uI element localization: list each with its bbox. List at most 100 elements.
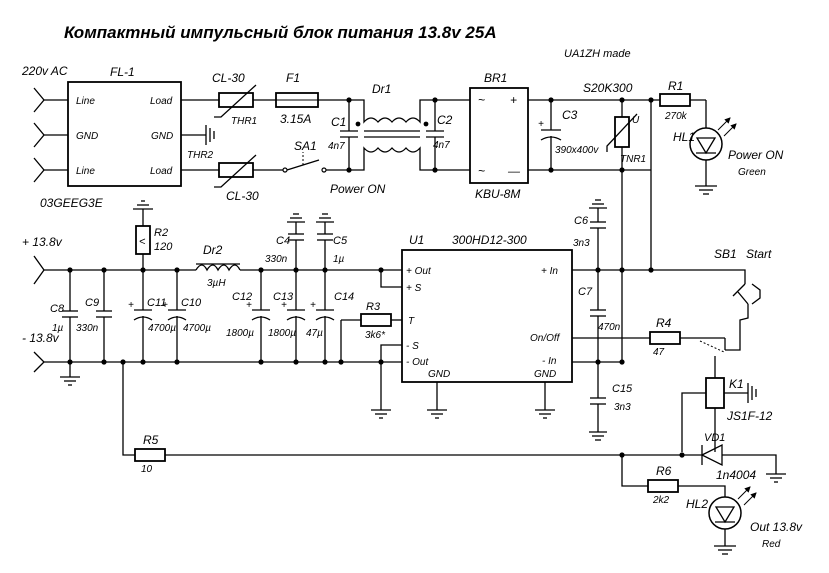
minus-out-ground: [371, 362, 391, 419]
tnr1-part: S20K300: [583, 81, 633, 95]
c2-capacitor: C2 4n7: [426, 97, 453, 173]
u1-pin-s-plus: + S: [406, 283, 422, 294]
c13-capacitor: + C13 1800µ: [268, 270, 306, 362]
bridge-ac-wire: [435, 99, 470, 171]
c10-capacitor: + C10 4700µ: [162, 270, 211, 362]
c10-ref: C10: [181, 297, 202, 309]
output-ground: [60, 362, 80, 386]
line-filter-fl1: FL-1 Line GND Line Load GND Load 03GEEG3…: [40, 65, 182, 210]
thr1-ref: THR1: [231, 116, 257, 127]
fl1-ref: FL-1: [110, 65, 135, 79]
r2-resistor: < R2 120: [133, 200, 173, 270]
u1-ref: U1: [409, 233, 424, 247]
u1-pin-onoff: On/Off: [530, 333, 561, 344]
r2-mark: <: [139, 236, 146, 248]
br1-bridge: BR1 ~ + ~ — KBU-8M: [469, 71, 529, 201]
c12-ref: C12: [232, 291, 252, 303]
dr2-inductor: Dr2 3µH: [195, 243, 241, 289]
svg-text:+: +: [128, 300, 134, 311]
thr1-thermistor: CL-30 THR1: [212, 71, 257, 127]
output-terminals: [33, 255, 45, 373]
r6-ref: R6: [656, 464, 672, 478]
k1-ref: K1: [729, 377, 744, 391]
c11-value: 4700µ: [148, 323, 176, 334]
thr1-part: CL-30: [212, 71, 245, 85]
fl1-pin-line-in-2: Line: [76, 166, 95, 177]
fl1-pin-load-out-2: Load: [150, 166, 173, 177]
c9-capacitor: C9 330n: [76, 270, 112, 362]
module-input-wires: [572, 170, 746, 363]
c2-value: 4n7: [433, 140, 450, 151]
c14-capacitor: + C14 47µ: [306, 270, 354, 362]
tnr1-ref: TNR1: [620, 154, 646, 165]
br1-ref: BR1: [484, 71, 507, 85]
sa1-power-switch: SA1 Power ON: [282, 139, 386, 196]
r1-ref: R1: [668, 79, 683, 93]
ac-input-terminals: [33, 87, 68, 183]
u1-pin-out-plus: + Out: [406, 266, 432, 277]
c1-capacitor: C1 4n7: [328, 97, 358, 173]
r6-value: 2k2: [652, 495, 670, 506]
svg-text:+: +: [162, 300, 168, 311]
c1-ref: C1: [331, 115, 346, 129]
output-minus-label: - 13.8v: [22, 331, 60, 345]
vd1-part: 1n4004: [716, 468, 756, 482]
c14-value: 47µ: [306, 328, 323, 339]
thr2-ref: THR2: [187, 150, 214, 161]
br1-part: KBU-8M: [475, 187, 520, 201]
u1-grounds: [427, 382, 555, 419]
f1-value: 3.15A: [280, 112, 311, 126]
fl1-pin-gnd-out: GND: [151, 131, 173, 142]
sb1-label: Start: [746, 247, 772, 261]
hl2-color: Red: [762, 539, 781, 550]
c11-ref: C11: [147, 297, 166, 309]
fl1-chassis-ground: [181, 125, 215, 145]
c7-capacitor: C7 470n: [578, 270, 621, 362]
sb1-start-button: SB1 Start: [714, 247, 772, 351]
r3-value: 3k6*: [365, 330, 386, 341]
r4-ref: R4: [656, 316, 672, 330]
svg-text:+: +: [538, 119, 544, 130]
u1-dcdc-module: U1 300HD12-300 + Out + S T - S - Out GND…: [401, 233, 573, 383]
tnr1-varistor: U S20K300 TNR1: [583, 81, 646, 173]
c8-capacitor: C8 1µ: [50, 270, 78, 362]
dr1-choke: Dr1: [349, 82, 435, 171]
minus-out-rail: [44, 344, 402, 363]
hl2-led: HL2 Out 13.8v Red: [686, 486, 803, 555]
f1-ref: F1: [286, 71, 300, 85]
c11-capacitor: + C11 4700µ: [128, 270, 176, 362]
u1-part: 300HD12-300: [452, 233, 527, 247]
f1-fuse: F1 3.15A: [275, 71, 319, 126]
c14-ref: C14: [334, 291, 354, 303]
tnr1-mark: U: [632, 115, 640, 126]
r5-resistor: R5 10: [122, 362, 682, 475]
r1-resistor: R1 270k: [648, 79, 691, 272]
thr2-part: CL-30: [226, 189, 259, 203]
c3-ref: C3: [562, 108, 578, 122]
c4-capacitor: C4 330n: [265, 213, 305, 270]
svg-text:+: +: [246, 300, 252, 311]
c8-ref: C8: [50, 303, 65, 315]
fl1-pin-gnd-in: GND: [76, 131, 98, 142]
br1-sym-minus: —: [507, 164, 521, 178]
c15-ref: C15: [612, 383, 633, 395]
u1-pin-gnd-left: GND: [428, 369, 450, 380]
c13-ref: C13: [273, 291, 294, 303]
c12-capacitor: + C12 1800µ: [226, 270, 271, 362]
u1-pin-gnd-right: GND: [534, 369, 556, 380]
c3-capacitor: + C3 390x400v: [538, 97, 599, 173]
fl1-pin-line-in: Line: [76, 96, 95, 107]
u1-pin-in-plus: + In: [541, 266, 558, 277]
u1-pin-out-minus: - Out: [406, 357, 429, 368]
r4-value: 47: [653, 347, 665, 358]
k1-part: JS1F-12: [726, 409, 773, 423]
author-label: UA1ZH made: [564, 48, 631, 60]
r1-value: 270k: [664, 111, 688, 122]
r4-resistor: R4 47: [649, 316, 725, 358]
hl2-ref: HL2: [686, 497, 708, 511]
sb1-ref: SB1: [714, 247, 737, 261]
fl1-pin-load-out: Load: [150, 96, 173, 107]
c6-capacitor: C6 3n3: [573, 199, 607, 270]
r3-resistor: R3 3k6*: [338, 301, 402, 365]
